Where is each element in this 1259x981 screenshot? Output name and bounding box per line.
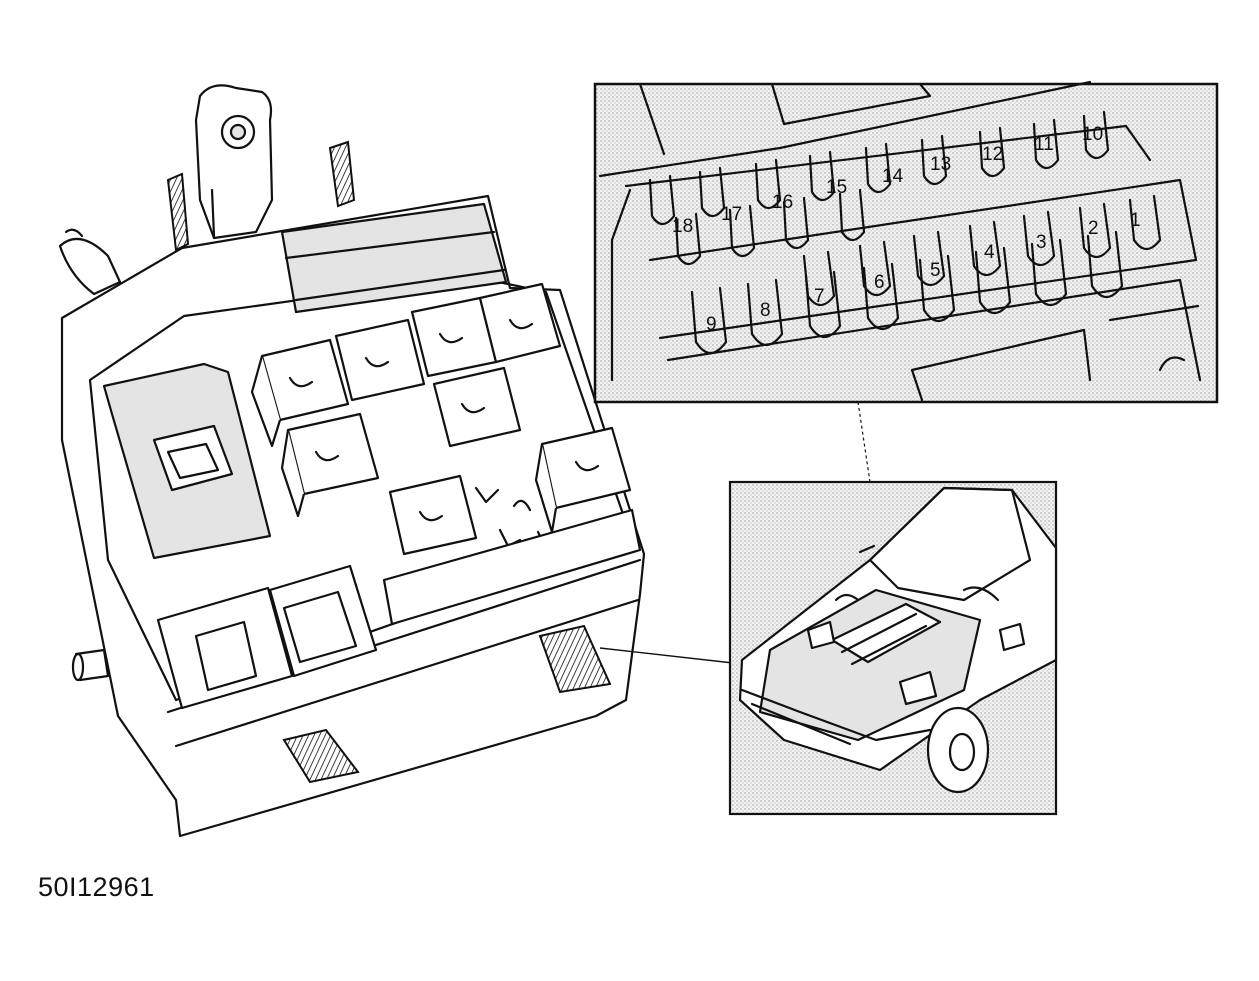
fuse-number-4: 4 bbox=[984, 242, 995, 263]
fuse-number-8: 8 bbox=[760, 300, 771, 321]
main-fuse-box-illustration bbox=[58, 84, 646, 838]
fuse-number-18: 18 bbox=[672, 216, 693, 237]
fuse-number-2: 2 bbox=[1088, 218, 1099, 239]
vehicle-locator-inset bbox=[728, 480, 1058, 816]
fuse-detail-inset: 10 11 12 13 14 15 16 17 18 1 2 3 4 5 6 7… bbox=[593, 80, 1219, 404]
fuse-number-6: 6 bbox=[874, 272, 885, 293]
main-fuse-rows bbox=[280, 202, 508, 314]
figure-id: 50I12961 bbox=[38, 872, 155, 902]
fuse-number-16: 16 bbox=[772, 192, 793, 213]
leader-line-vehicle bbox=[599, 647, 743, 665]
fuse-number-9: 9 bbox=[706, 314, 717, 335]
fuse-number-13: 13 bbox=[930, 154, 951, 175]
fuse-number-7: 7 bbox=[814, 286, 825, 307]
leader-line-inset bbox=[857, 401, 871, 483]
upper-fuse-loops bbox=[648, 110, 1110, 266]
lower-fuse-loops bbox=[690, 230, 1124, 355]
fuse-number-12: 12 bbox=[982, 144, 1003, 165]
fuse-number-10: 10 bbox=[1082, 124, 1103, 145]
fuse-number-1: 1 bbox=[1130, 210, 1141, 231]
fuse-number-5: 5 bbox=[930, 260, 941, 281]
fuse-number-14: 14 bbox=[882, 166, 904, 187]
fuse-number-11: 11 bbox=[1034, 134, 1054, 155]
fuse-number-15: 15 bbox=[826, 177, 847, 198]
relay-group bbox=[250, 282, 632, 556]
fuse-number-3: 3 bbox=[1036, 232, 1047, 253]
fuse-number-17: 17 bbox=[721, 204, 742, 225]
middle-fuse-loops bbox=[802, 194, 1162, 307]
